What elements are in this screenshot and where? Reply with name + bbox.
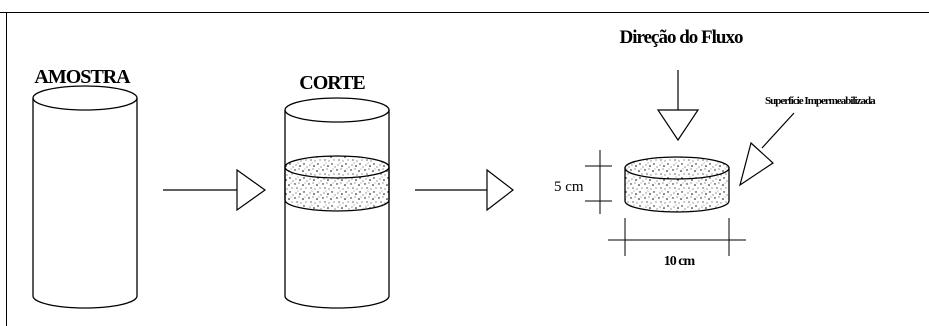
flow-direction-arrow: [656, 70, 700, 142]
arrow-to-specimen: [415, 168, 514, 212]
height-dimension: [585, 150, 612, 214]
specimen-disc: [624, 156, 730, 213]
cut-label: CORTE: [299, 72, 365, 94]
sample-label: AMOSTRA: [34, 66, 131, 88]
sealed-surface-label: Superfície Impermeabilizada: [765, 95, 876, 107]
flow-direction-label: Direção do Fluxo: [620, 27, 743, 48]
cut-slice: [284, 166, 390, 212]
cut-cylinder: [284, 97, 390, 309]
height-dimension-label: 5 cm: [554, 179, 584, 195]
arrow-to-cut: [163, 168, 267, 212]
diameter-dimension: [608, 218, 746, 256]
sample-cylinder: [32, 85, 138, 309]
diameter-dimension-label: 10 cm: [664, 254, 696, 269]
sealed-surface-arrow: [739, 112, 795, 187]
cut-slice-top: [284, 155, 390, 179]
